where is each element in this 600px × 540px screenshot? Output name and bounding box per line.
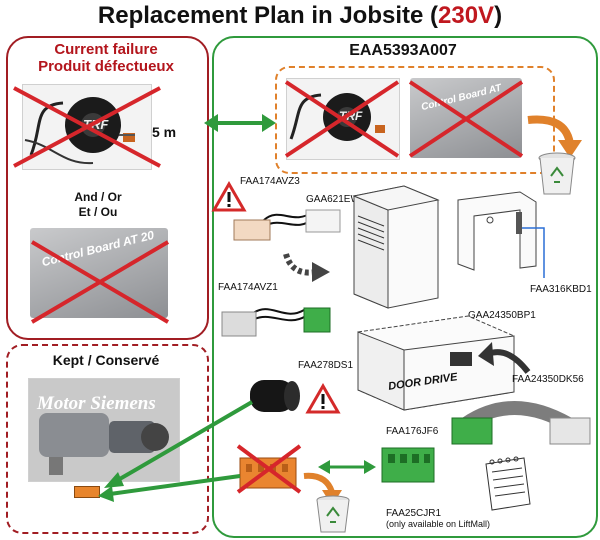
part-code: FAA24350DK56 (512, 374, 584, 385)
cable-assembly-illustration (451, 401, 591, 445)
motor-label: Motor Siemens (37, 393, 156, 414)
kept-header: Kept / Conservé (52, 352, 160, 368)
recycle-bin-icon (538, 152, 576, 195)
kit-panel (212, 36, 598, 538)
cross-icon (408, 80, 524, 158)
arrow-icon (527, 115, 582, 158)
cable-length: 5 m (152, 124, 177, 140)
ferrite-illustration (250, 380, 300, 412)
control-board-photo: Control Board AT 20 (30, 228, 168, 318)
part-code: FAA25CJR1 (386, 508, 442, 519)
kept-panel (6, 344, 209, 534)
part-code: GAA24350BP1 (468, 310, 536, 321)
cross-icon (284, 80, 400, 158)
recycle-bin-icon (316, 495, 350, 533)
cross-icon (30, 240, 170, 324)
part-code: FAA316KBD1 (530, 284, 592, 295)
page-title: Replacement Plan in Jobsite (230V) (0, 2, 600, 30)
arrow-icon (478, 342, 531, 374)
notepad-icon (485, 456, 531, 511)
cross-icon (236, 444, 302, 494)
warning-icon (211, 180, 247, 212)
motor-illustration (39, 413, 169, 475)
warning-icon (305, 382, 341, 414)
part-code: GAA621EW2 (306, 194, 366, 205)
current-failure-header: Current failure Produit défectueux (8, 41, 204, 75)
title-voltage: 230V (438, 2, 495, 29)
and-or-label: And / Or Et / Ou (20, 190, 176, 220)
arrow-icon (283, 253, 330, 282)
liftmall-note: (only available on LiftMall) (386, 519, 491, 529)
motor-connector (74, 486, 100, 498)
double-arrow-icon (318, 460, 376, 474)
green-connector-illustration (381, 447, 435, 483)
and-or-fr: Et / Ou (78, 205, 118, 219)
part-code: FAA176JF6 (386, 426, 439, 437)
title-text: Replacement Plan in Jobsite ( (97, 2, 439, 29)
and-or-en: And / Or (74, 190, 122, 204)
header-line-en: Current failure (54, 41, 158, 58)
drive-unit-illustration (352, 185, 440, 309)
double-arrow-icon (204, 114, 276, 132)
kit-code: EAA5393A007 (349, 42, 457, 59)
part-code: FAA278DS1 (298, 360, 354, 371)
part-code: FAA174AVZ1 (218, 282, 278, 293)
title-close: ) (494, 2, 503, 29)
leader-line (522, 227, 545, 278)
bracket-illustration (457, 191, 537, 271)
connector-pair-white (233, 209, 341, 241)
header-line-fr: Produit défectueux (38, 58, 174, 75)
cross-icon (13, 86, 161, 168)
part-code: FAA174AVZ3 (240, 176, 300, 187)
current-failure-panel (6, 36, 209, 340)
motor-photo: Motor Siemens (28, 378, 180, 482)
connector-pair-green (221, 307, 331, 337)
